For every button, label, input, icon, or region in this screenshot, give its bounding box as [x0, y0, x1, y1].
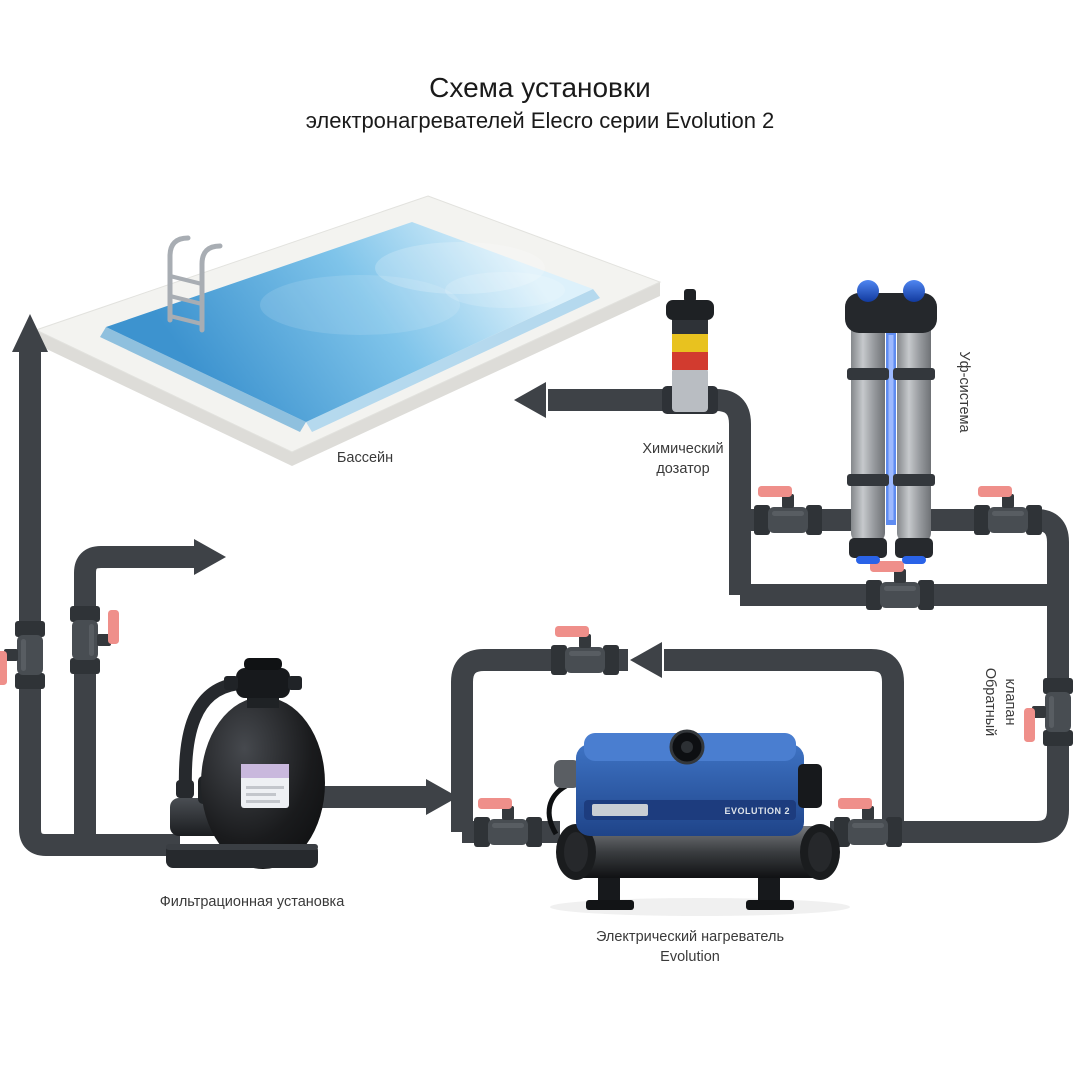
heater-foot-base [746, 900, 794, 910]
uv-clamp [893, 368, 935, 380]
chemical-doser-illustration [662, 289, 718, 414]
ball-valve [70, 606, 119, 674]
check-valve [1024, 678, 1073, 746]
uv-cap [857, 280, 879, 302]
ball-valve [551, 626, 619, 675]
filter-valve-port [224, 676, 238, 690]
ball-valve [754, 486, 822, 535]
filter-pump-inlet [176, 780, 194, 798]
filter-hose [178, 677, 238, 801]
doser-knob [684, 289, 696, 302]
filter-valve-port [288, 676, 302, 690]
page-subtitle: электронагревателей Elecro серии Evoluti… [306, 108, 775, 133]
ball-valve [0, 621, 45, 689]
flow-arrows [12, 314, 662, 815]
filter-sticker-stripe [241, 764, 289, 778]
uv-bottom-cap [895, 538, 933, 558]
label-pool: Бассейн [337, 450, 393, 466]
label-uv-system: Уф-система [956, 351, 972, 433]
uv-bottom-knob [902, 556, 926, 564]
uv-system-illustration [845, 280, 937, 564]
flow-arrow-right-to-pool [194, 539, 226, 575]
doser-body-upper [672, 318, 708, 334]
heater-brand-plate [592, 804, 648, 816]
uv-top-manifold [845, 293, 937, 333]
label-chemical-doser-line1: Химический [642, 441, 723, 457]
pool-ladder [167, 235, 223, 333]
pipe-heater-outlet-riser [830, 509, 1069, 843]
uv-clamp [847, 368, 889, 380]
water-ripple [375, 242, 545, 294]
label-filtration-unit: Фильтрационная установка [160, 894, 346, 910]
pool-wall-right [306, 289, 600, 432]
pool-water [106, 222, 593, 422]
filtration-unit-illustration [166, 658, 325, 869]
ball-valve [474, 798, 542, 847]
heater-conduit [554, 760, 580, 788]
label-chemical-doser-line2: дозатор [656, 461, 709, 477]
doser-band-yellow [672, 332, 708, 352]
heater-foot [598, 872, 620, 904]
flow-arrow-bypass-left [630, 642, 662, 678]
flow-arrow-up-to-pool [12, 314, 48, 352]
pipe-pool-return-left [19, 352, 180, 856]
pool-deck-side [36, 282, 660, 466]
heater-terminal-box [798, 764, 822, 808]
heater-foot-base [586, 900, 634, 910]
heater-illustration: EVOLUTION 2 [546, 729, 850, 916]
water-ripple [445, 272, 565, 308]
pipe-pool-suction-left [74, 546, 194, 845]
doser-cap [666, 300, 714, 320]
flow-arrow-to-chemical [514, 382, 546, 418]
heater-model-badge: EVOLUTION 2 [724, 806, 790, 816]
uv-cap [903, 280, 925, 302]
doser-band-red [672, 350, 708, 370]
uv-tube-right [897, 312, 931, 542]
doser-body-lower [672, 368, 708, 412]
label-heater-line1: Электрический нагреватель [596, 929, 784, 945]
label-check-valve-line2: клапан [1002, 679, 1018, 726]
pipe-bypass-right [664, 649, 904, 832]
flow-arrow-filter-to-heater [426, 779, 458, 815]
pipe-return-chemical-line [548, 389, 751, 595]
water-ripple [260, 275, 460, 335]
heater-foot [758, 872, 780, 904]
label-check-valve-line1: Обратный [982, 668, 998, 737]
ball-valve [866, 561, 934, 610]
page-title: Схема установки [429, 72, 651, 103]
filter-valve-handle [244, 658, 282, 670]
uv-tube-left [851, 312, 885, 542]
pipe-bypass-left [451, 649, 628, 832]
uv-bottom-cap [849, 538, 887, 558]
heater-tube [560, 826, 836, 878]
filter-multiport-valve [236, 668, 290, 698]
label-heater-line2: Evolution [660, 949, 720, 965]
heater-cable [546, 783, 568, 836]
uv-clamp [847, 474, 889, 486]
uv-clamp [893, 474, 935, 486]
ball-valve [974, 486, 1042, 535]
uv-bottom-knob [856, 556, 880, 564]
pool-wall-left [100, 327, 306, 432]
pool-illustration [34, 195, 662, 466]
